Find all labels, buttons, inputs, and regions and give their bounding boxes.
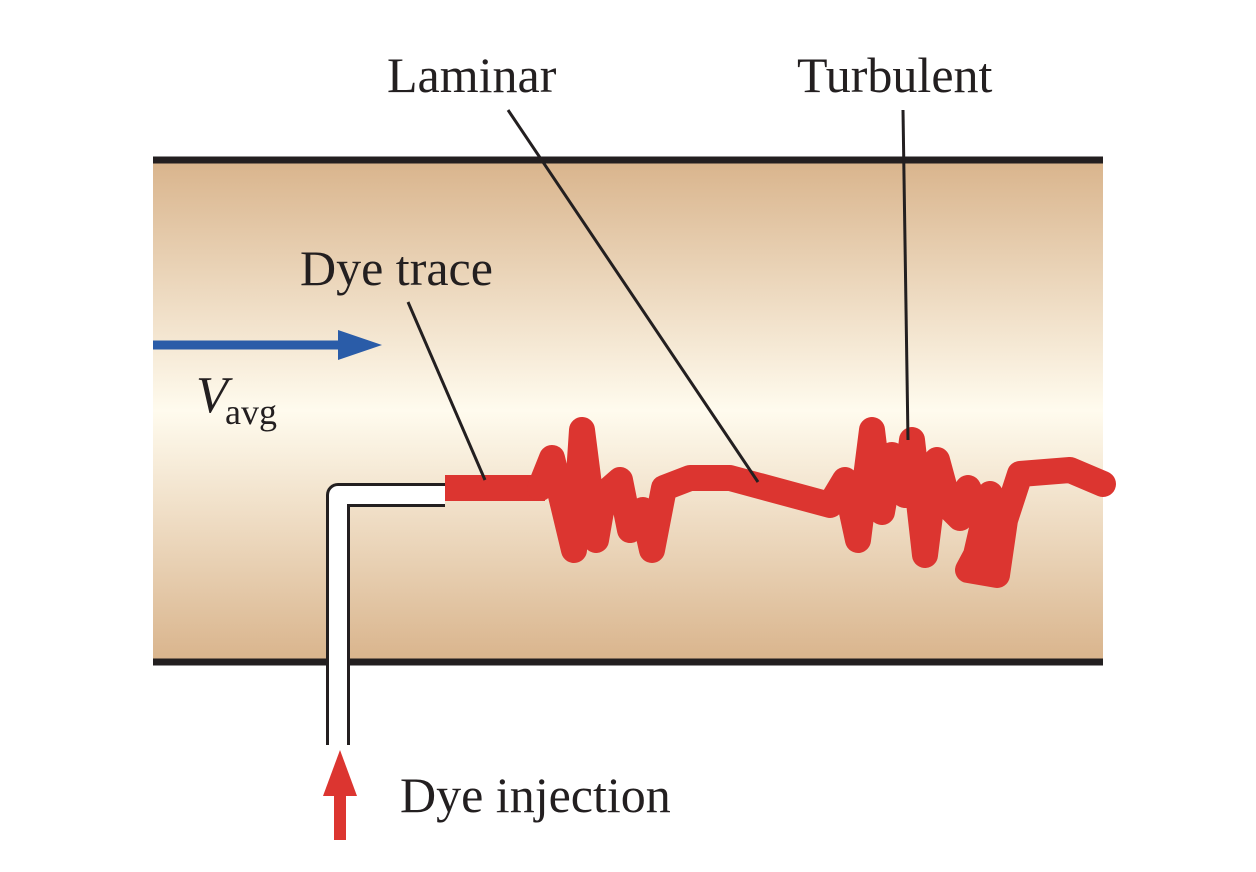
dye-trace-turbulent <box>527 417 1116 588</box>
dye-trace-label: Dye trace <box>300 240 493 296</box>
flow-arrow-head <box>338 330 382 360</box>
laminar-leader-line <box>506 109 760 483</box>
injection-arrow-shaft <box>334 792 346 840</box>
turbulent-leader-line <box>901 109 910 441</box>
velocity-symbol-label: V <box>196 367 233 424</box>
velocity-subscript-label: avg <box>225 392 277 432</box>
dye-trace-leader-line <box>406 301 487 481</box>
pipe-fluid <box>153 160 1103 662</box>
dye-injection-label: Dye injection <box>400 767 671 823</box>
turbulent-label: Turbulent <box>797 47 993 103</box>
injection-arrow-head <box>323 750 357 796</box>
laminar-label: Laminar <box>387 47 557 103</box>
injection-tube-core <box>329 486 445 745</box>
